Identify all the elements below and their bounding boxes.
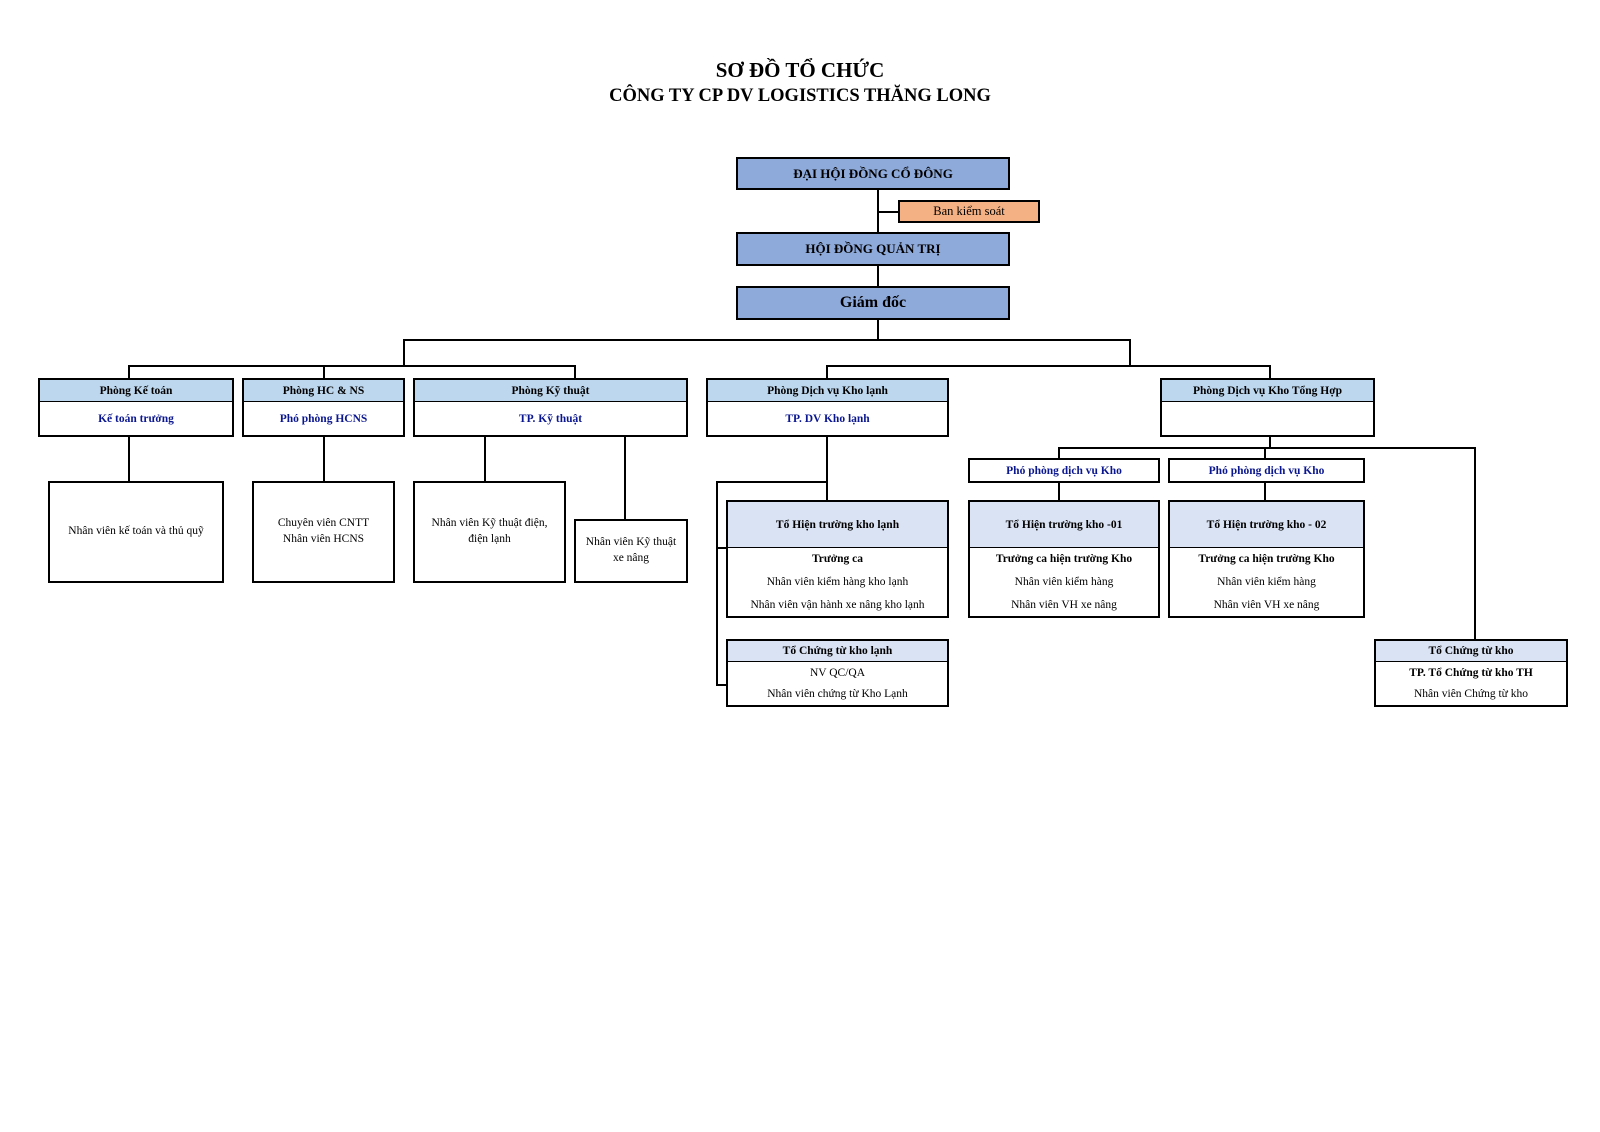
- team-lead: Trưởng ca hiện trường Kho: [995, 553, 1133, 566]
- dept-head: TP. DV Kho lạnh: [785, 412, 870, 425]
- dept-head: [1162, 402, 1373, 435]
- hcns-staff-box: Chuyên viên CNTT Nhân viên HCNS: [252, 481, 395, 583]
- team-lead: Trưởng ca hiện trường Kho: [1198, 553, 1335, 566]
- dept-accounting: Phòng Kế toán Kế toán trưởng: [38, 378, 234, 437]
- dept-technical: Phòng Kỹ thuật TP. Kỹ thuật: [413, 378, 688, 437]
- shareholders-label: ĐẠI HỘI ĐỒNG CỔ ĐÔNG: [793, 165, 953, 181]
- dept-name: Phòng Dịch vụ Kho lạnh: [708, 380, 947, 402]
- general-docs-team: Tổ Chứng từ kho TP. Tổ Chứng từ kho TH N…: [1374, 639, 1568, 707]
- supervisory-label: Ban kiểm soát: [933, 204, 1005, 218]
- staff-label: Nhân viên Kỹ thuật xe nâng: [585, 536, 677, 564]
- shareholders-box: ĐẠI HỘI ĐỒNG CỔ ĐÔNG: [736, 157, 1010, 190]
- team-name: Tổ Chứng từ kho: [1376, 641, 1566, 662]
- deputy-label: Phó phòng dịch vụ Kho: [1006, 464, 1122, 477]
- team-name: Tổ Hiện trường kho lạnh: [728, 502, 947, 548]
- dept-name: Phòng Kế toán: [40, 380, 232, 402]
- dept-head: Phó phòng HCNS: [279, 412, 368, 425]
- deputy-box-2: Phó phòng dịch vụ Kho: [1168, 458, 1365, 483]
- staff-label: Nhân viên Kỹ thuật điện, điện lạnh: [431, 517, 548, 545]
- team-row: Nhân viên kiểm hàng: [1014, 576, 1114, 588]
- staff-label: Chuyên viên CNTT: [277, 517, 370, 530]
- dept-name: Phòng Kỹ thuật: [415, 380, 686, 402]
- field-team-02: Tổ Hiện trường kho - 02 Trưởng ca hiện t…: [1168, 500, 1365, 618]
- team-row: Nhân viên VH xe nâng: [1011, 598, 1117, 611]
- accounting-staff-box: Nhân viên kế toán và thủ quỹ: [48, 481, 224, 583]
- board-box: HỘI ĐỒNG QUẢN TRỊ: [736, 232, 1010, 266]
- team-name: Tổ Hiện trường kho - 02: [1170, 502, 1363, 548]
- team-lead: TP. Tổ Chứng từ kho TH: [1409, 666, 1533, 679]
- dept-head: Kế toán trưởng: [98, 412, 174, 425]
- team-lead: Trưởng ca: [811, 553, 864, 566]
- team-row: Nhân viên Chứng từ kho: [1413, 688, 1529, 701]
- board-label: HỘI ĐỒNG QUẢN TRỊ: [805, 241, 941, 256]
- supervisory-box: Ban kiểm soát: [898, 200, 1040, 223]
- cold-field-team: Tổ Hiện trường kho lạnh Trưởng ca Nhân v…: [726, 500, 949, 618]
- field-team-01: Tổ Hiện trường kho -01 Trưởng ca hiện tr…: [968, 500, 1160, 618]
- team-row: Nhân viên kiểm hàng kho lạnh: [766, 576, 909, 588]
- staff-label: Nhân viên kế toán và thủ quỹ: [68, 525, 204, 538]
- team-row: Nhân viên chứng từ Kho Lạnh: [767, 688, 908, 701]
- staff-label: Nhân viên HCNS: [282, 533, 365, 545]
- team-row: Nhân viên kiểm hàng: [1217, 576, 1316, 588]
- deputy-box-1: Phó phòng dịch vụ Kho: [968, 458, 1160, 483]
- deputy-label: Phó phòng dịch vụ Kho: [1208, 464, 1325, 477]
- dept-name: Phòng HC & NS: [244, 380, 403, 402]
- team-name: Tổ Hiện trường kho -01: [970, 502, 1158, 548]
- director-box: Giám đốc: [736, 286, 1010, 320]
- team-row: Nhân viên vận hành xe nâng kho lạnh: [750, 598, 925, 611]
- dept-general-warehouse: Phòng Dịch vụ Kho Tổng Hợp: [1160, 378, 1375, 437]
- team-row: NV QC/QA: [809, 666, 866, 679]
- team-name: Tổ Chứng từ kho lạnh: [728, 641, 947, 662]
- cold-docs-team: Tổ Chứng từ kho lạnh NV QC/QA Nhân viên …: [726, 639, 949, 707]
- dept-head: TP. Kỹ thuật: [518, 412, 583, 425]
- team-row: Nhân viên VH xe nâng: [1213, 598, 1320, 611]
- company-name: CÔNG TY CP DV LOGISTICS THĂNG LONG: [609, 86, 991, 106]
- dept-name: Phòng Dịch vụ Kho Tổng Hợp: [1162, 380, 1373, 402]
- dept-cold-storage: Phòng Dịch vụ Kho lạnh TP. DV Kho lạnh: [706, 378, 949, 437]
- dept-hcns: Phòng HC & NS Phó phòng HCNS: [242, 378, 405, 437]
- chart-title: SƠ ĐỒ TỔ CHỨC: [715, 58, 885, 82]
- tech-forklift-staff-box: Nhân viên Kỹ thuật xe nâng: [574, 519, 688, 583]
- tech-electric-staff-box: Nhân viên Kỹ thuật điện, điện lạnh: [413, 481, 566, 583]
- director-label: Giám đốc: [839, 294, 907, 311]
